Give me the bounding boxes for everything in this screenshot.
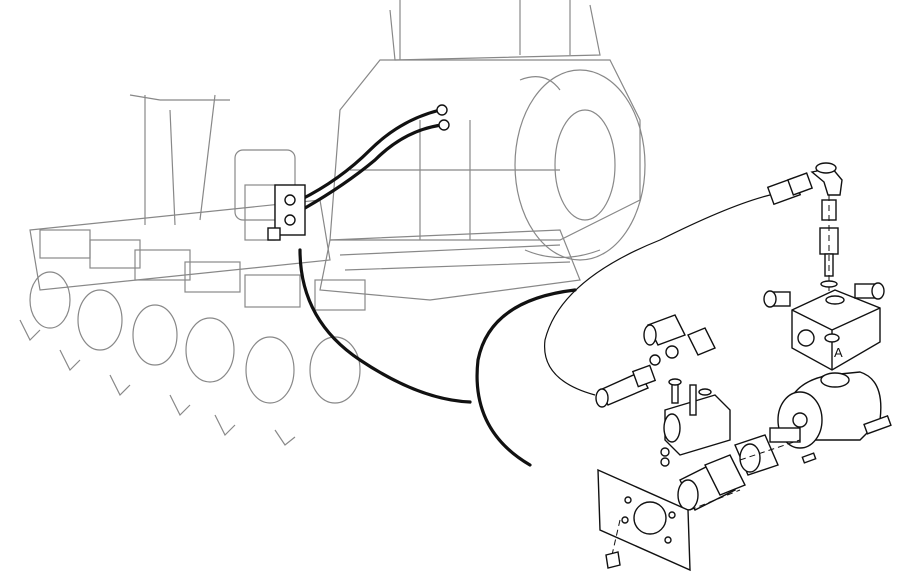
seed-drill: [19, 94, 366, 446]
hydraulic-hoses: [298, 104, 771, 467]
block-bolts: [763, 282, 885, 308]
adapter-fittings: [595, 314, 817, 464]
shaft-coupling: [660, 384, 731, 467]
tractor: [319, 0, 646, 301]
valve-block: A: [791, 280, 881, 382]
valve-block-label: A: [834, 345, 843, 360]
hydraulic-motor: [769, 371, 892, 449]
distributor-valve: [267, 184, 306, 241]
bearings: [677, 434, 801, 511]
mounting-plate: [597, 468, 741, 572]
hose-fitting-top: [766, 162, 843, 206]
